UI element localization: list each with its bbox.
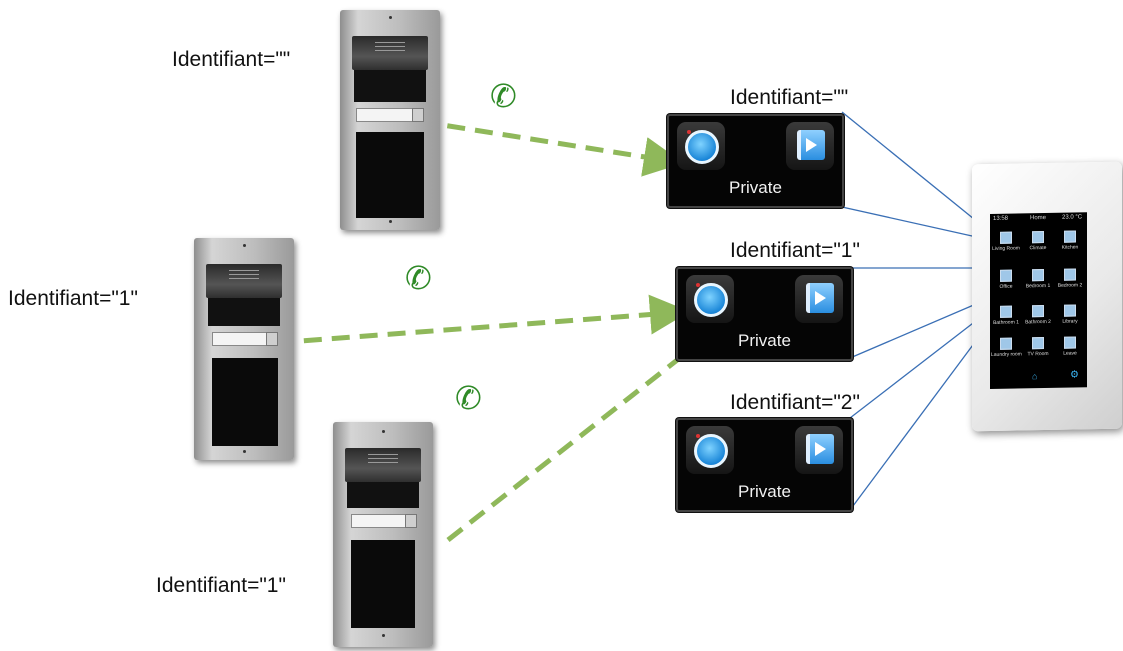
room-icon: [1000, 269, 1012, 282]
private-screen-3: Private: [676, 418, 853, 512]
connector-line: [849, 297, 991, 359]
phonebook-icon[interactable]: [795, 426, 843, 474]
screen-3-label: Identifiant="2": [730, 391, 860, 414]
call-arrow: [446, 315, 734, 542]
room-icon: [1064, 230, 1076, 243]
room-icon: [1000, 305, 1012, 318]
touch-panel-screen: 13:58 Home 23.0 °C Living Room Climate K…: [990, 212, 1087, 389]
panel-temperature: 23.0 °C: [1062, 214, 1083, 221]
connector-line: [841, 111, 991, 233]
phonebook-icon[interactable]: [786, 122, 834, 170]
connector-line: [841, 206, 991, 241]
private-screen-2: Private: [676, 267, 853, 361]
phone-icon: ✆: [490, 77, 517, 115]
connector-line: [849, 309, 991, 419]
tile-library[interactable]: Library: [1055, 304, 1085, 325]
room-icon: [1032, 269, 1044, 282]
door-station-top: [340, 10, 440, 230]
leave-icon: [1064, 336, 1076, 349]
door-station-middle: [194, 238, 294, 460]
tile-office[interactable]: Office: [991, 269, 1021, 290]
phonebook-icon[interactable]: [795, 275, 843, 323]
home-icon[interactable]: ⌂: [1032, 371, 1038, 382]
tile-kitchen[interactable]: Kitchen: [1055, 230, 1085, 251]
door-station-bottom: [333, 422, 433, 647]
connector-line: [849, 317, 994, 511]
dial-icon[interactable]: [686, 426, 734, 474]
panel-time: 13:58: [993, 215, 1009, 222]
station-middle-label: Identifiant="1": [8, 287, 138, 310]
panel-title: Home: [1030, 215, 1047, 222]
tile-bathroom-2[interactable]: Bathroom 2: [1023, 305, 1053, 326]
station-top-label: Identifiant="": [172, 48, 291, 71]
tile-living-room[interactable]: Living Room: [991, 231, 1021, 252]
phone-icon: ✆: [405, 259, 432, 297]
climate-icon: [1032, 231, 1044, 244]
screen-2-label: Identifiant="1": [730, 239, 860, 262]
room-icon: [1000, 231, 1012, 244]
private-button-label[interactable]: Private: [738, 331, 791, 350]
tile-leave[interactable]: Leave: [1055, 336, 1085, 357]
room-icon: [1064, 268, 1076, 281]
station-bottom-label: Identifiant="1": [156, 574, 286, 597]
room-icon: [1064, 304, 1076, 317]
tile-tv-room[interactable]: TV Room: [1023, 337, 1053, 358]
dial-icon[interactable]: [686, 275, 734, 323]
touch-panel: 13:58 Home 23.0 °C Living Room Climate K…: [972, 161, 1122, 432]
tile-laundry-room[interactable]: Laundry room: [991, 337, 1022, 358]
phone-icon: ✆: [455, 379, 482, 417]
tile-bedroom-2[interactable]: Bedroom 2: [1055, 268, 1085, 289]
private-button-label[interactable]: Private: [729, 178, 782, 197]
dial-icon[interactable]: [677, 122, 725, 170]
room-icon: [1032, 305, 1044, 318]
room-icon: [1032, 337, 1044, 350]
room-icon: [1000, 337, 1012, 350]
tile-bedroom-1[interactable]: Bedroom 1: [1023, 269, 1053, 290]
call-arrow: [247, 294, 690, 348]
tile-bathroom-1[interactable]: Bathroom 1: [991, 305, 1021, 326]
private-screen-1: Private: [667, 114, 844, 208]
gear-icon[interactable]: ⚙: [1070, 369, 1079, 381]
tile-climate[interactable]: Climate: [1023, 231, 1053, 252]
screen-1-label: Identifiant="": [730, 86, 849, 109]
private-button-label[interactable]: Private: [738, 482, 791, 501]
